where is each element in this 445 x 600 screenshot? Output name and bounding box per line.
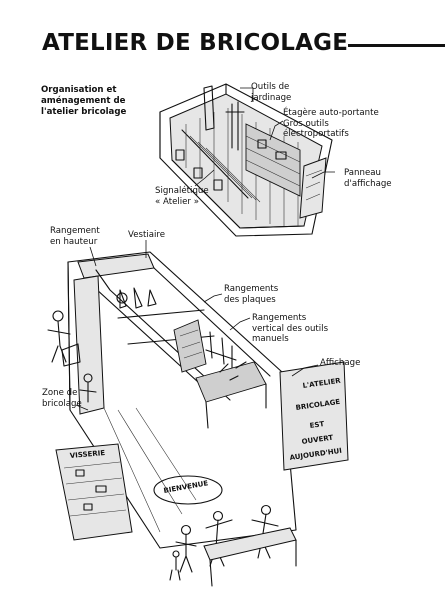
label-affichage: Affichage [320,358,360,369]
label-line: Rangement [50,226,100,236]
label-outils-jardinage: Outils de jardinage [251,82,291,103]
label-line: électroportatifs [283,129,349,139]
label-line: jardinage [251,92,292,103]
label-line: Gros outils [283,118,329,129]
subtitle-line: Organisation et [41,85,117,95]
label-line: manuels [252,334,289,344]
title-rule [348,44,445,47]
label-vestiaire: Vestiaire [128,230,165,241]
label-line: « Atelier » [155,196,199,207]
label-line: Étagère auto-portante [283,108,379,118]
label-etagere: Étagère auto-portante Gros outils électr… [283,108,379,140]
label-line: d'affichage [344,178,392,189]
page-title: ATELIER DE BRICOLAGE [42,30,349,56]
label-rangement-hauteur: Rangement en hauteur [50,226,100,247]
label-line: Outils de [251,82,290,92]
subtitle-line: aménagement de [41,96,126,106]
label-line: Affichage [320,358,361,368]
label-line: en hauteur [50,236,98,247]
label-line: Vestiaire [128,230,166,240]
label-rangements-plaques: Rangements des plaques [224,284,278,305]
label-panneau: Panneau d'affichage [344,168,392,189]
subtitle-line: l'atelier bricolage [41,107,127,117]
label-rangements-vertical: Rangements vertical des outils manuels [252,313,328,345]
label-line: Rangements [224,284,279,294]
sign-bienvenue: BIENVENUE [163,479,209,495]
label-signaletique: Signalétique « Atelier » [155,186,209,207]
label-zone-bricolage: Zone de bricolage [42,388,82,409]
label-line: vertical des outils [252,323,329,334]
label-line: des plaques [224,294,276,305]
label-line: Rangements [252,313,307,323]
sign-panel-2: EST [309,420,325,430]
label-line: Panneau [344,168,381,178]
label-line: Zone de [42,388,78,398]
label-line: bricolage [42,398,82,409]
subtitle: Organisation et aménagement de l'atelier… [41,85,161,118]
sign-visserie: VISSERIE [69,449,105,460]
label-line: Signalétique [155,186,209,196]
